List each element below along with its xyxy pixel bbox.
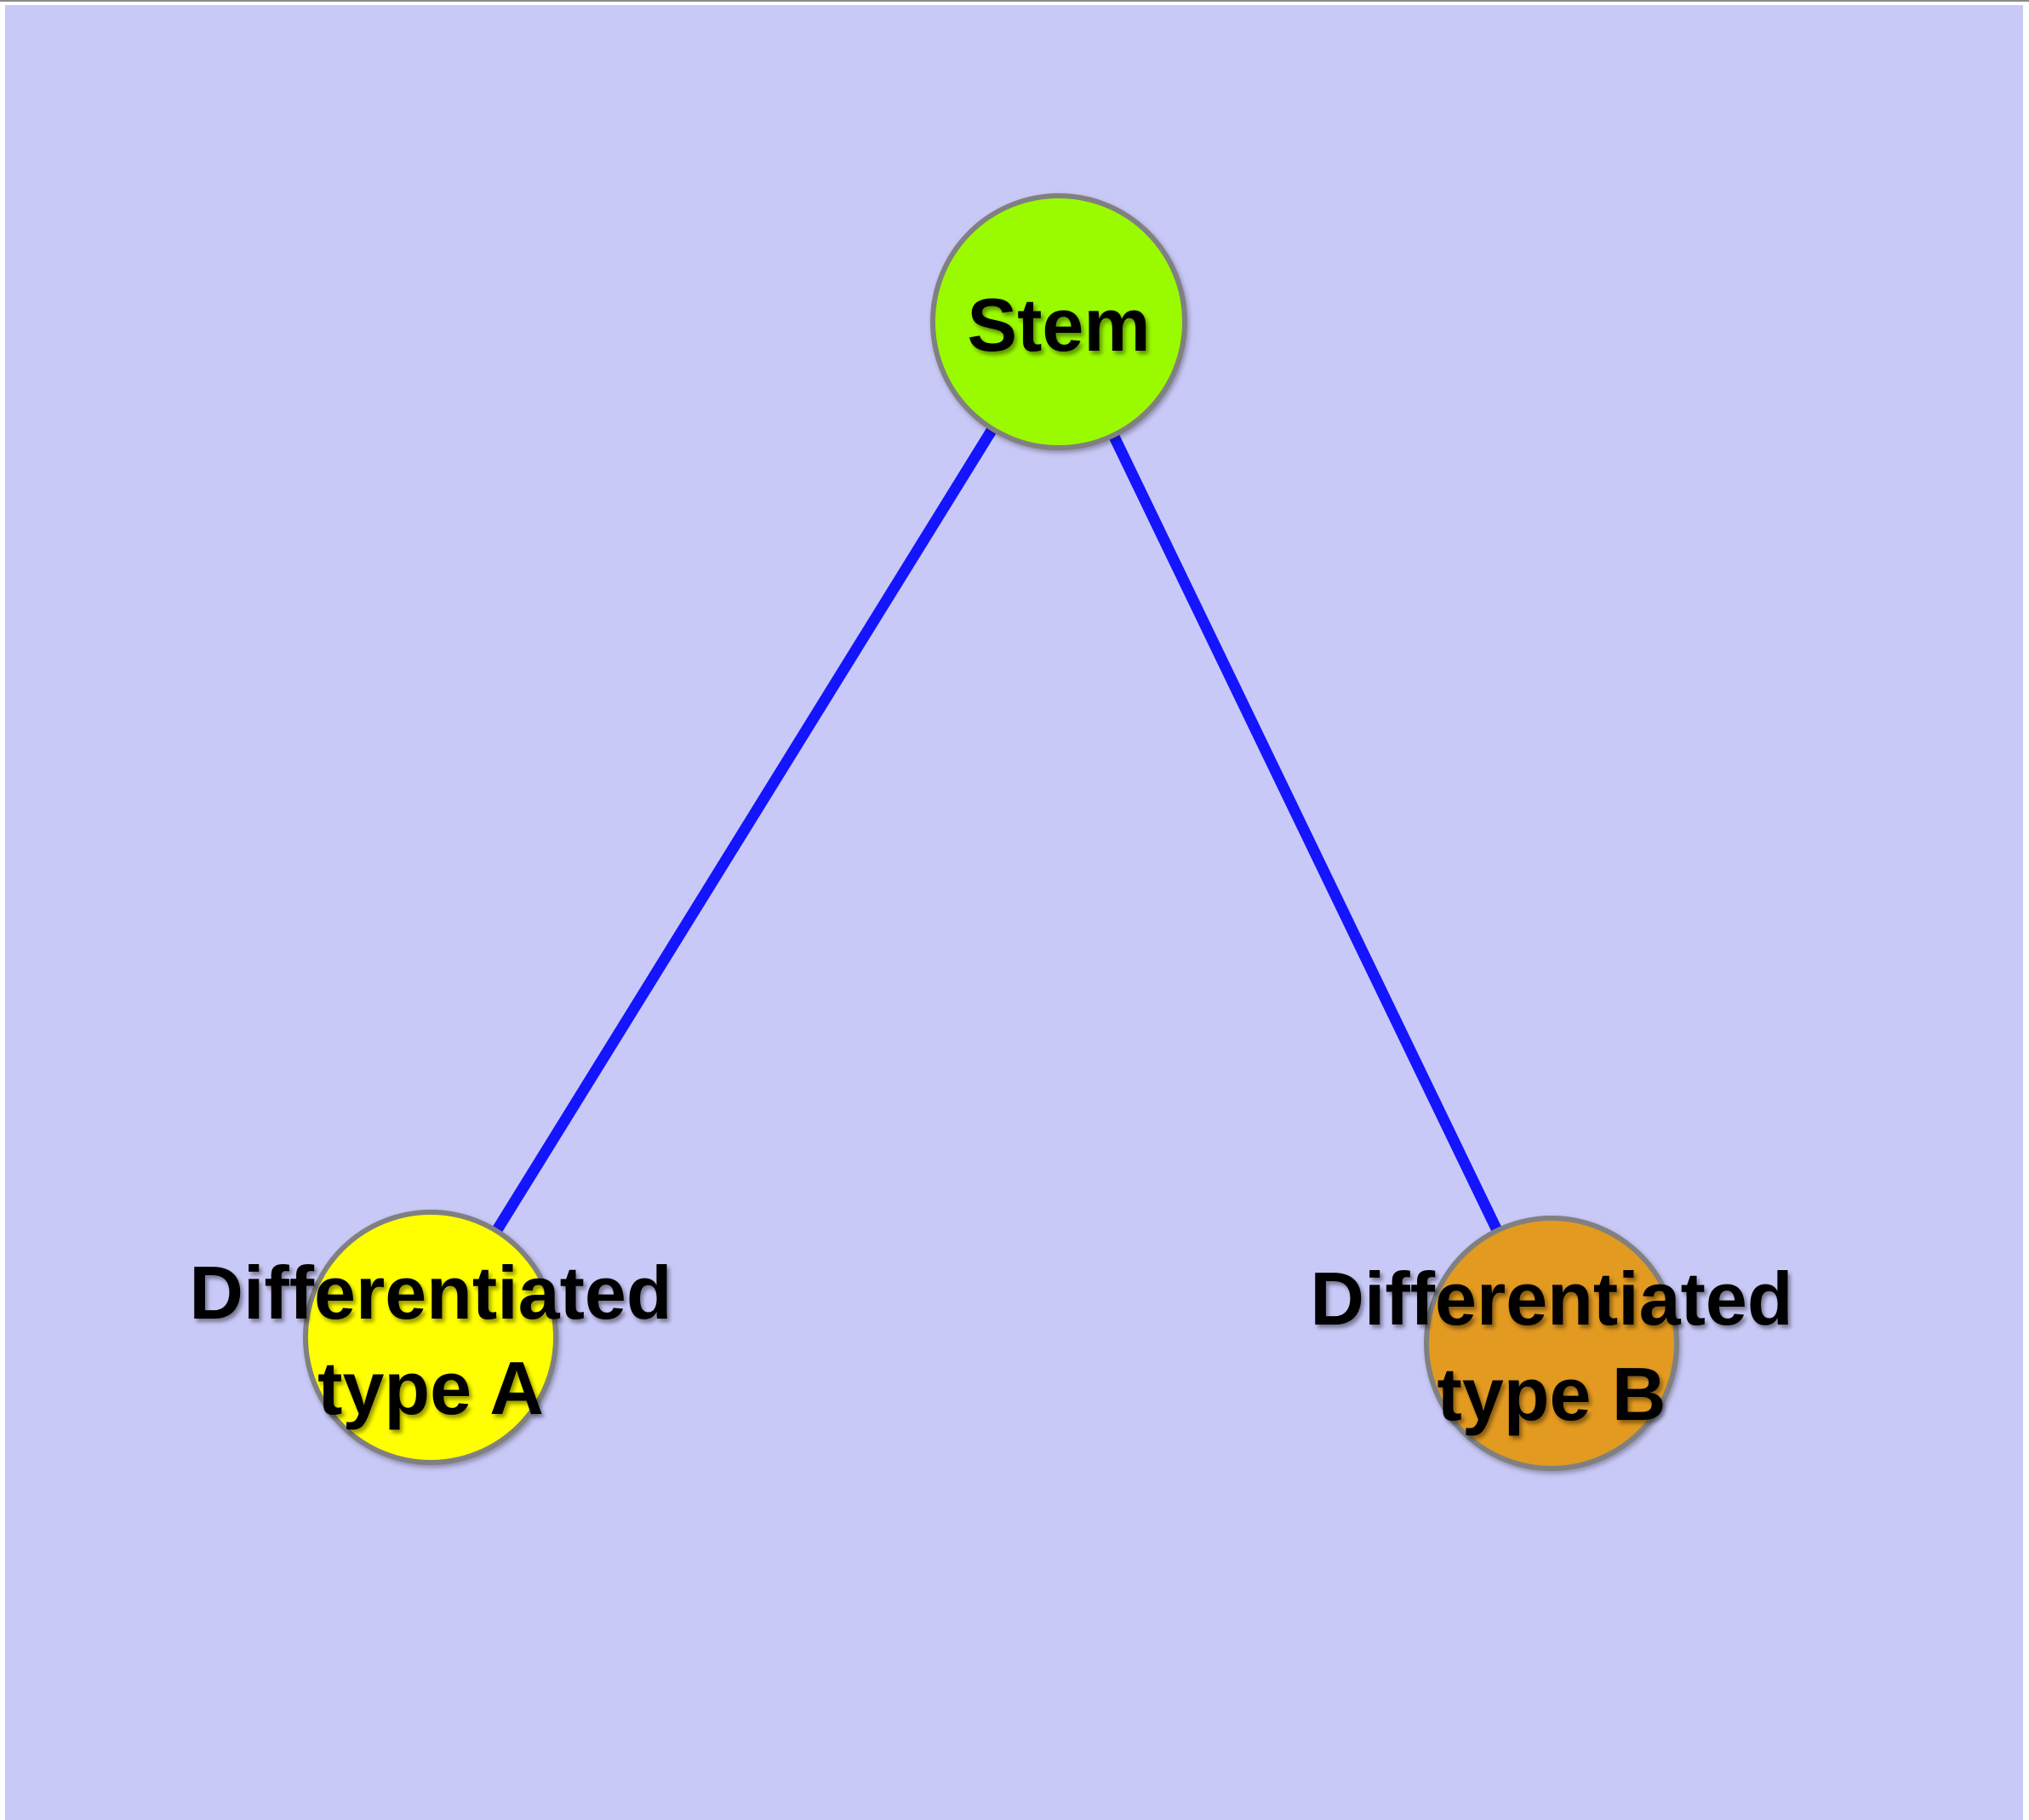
edge-stem-to-type-a <box>426 318 1064 1341</box>
edge-layer <box>426 318 1557 1346</box>
node-differentiated-type-a[interactable] <box>303 1210 558 1465</box>
window-top-border <box>0 0 2029 2</box>
node-differentiated-type-b[interactable] <box>1424 1216 1679 1471</box>
node-stem[interactable] <box>930 193 1187 450</box>
graph-canvas[interactable]: Stem Differentiated type A Differentiate… <box>5 5 2023 1820</box>
edge-stem-to-type-b <box>1054 319 1557 1346</box>
